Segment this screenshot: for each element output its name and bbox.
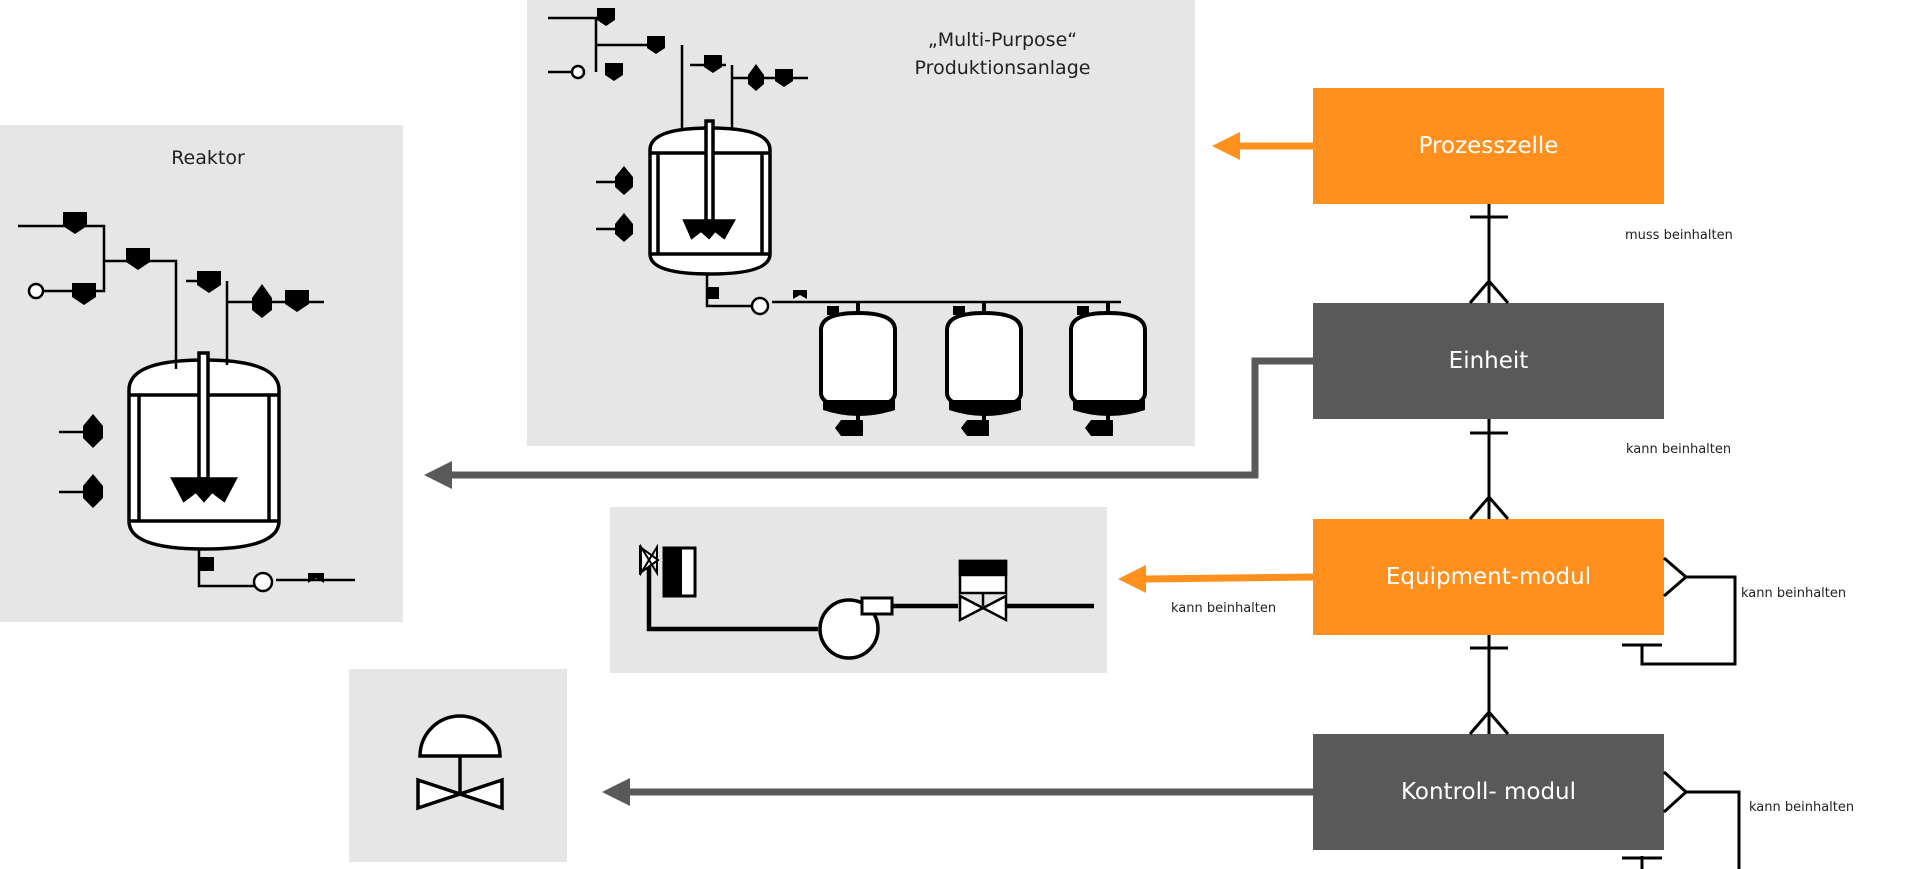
label-equipment-arrow: kann beinhalten bbox=[1171, 601, 1277, 616]
label-cell-unit: muss beinhalten bbox=[1625, 228, 1733, 243]
plant-title-line1: „Multi-Purpose“ bbox=[927, 29, 1078, 51]
relation-control-self bbox=[1622, 770, 1741, 869]
process-cell-box: Prozesszelle bbox=[1313, 88, 1664, 204]
tank-bottom-valves bbox=[823, 306, 1145, 436]
arrow-cell-to-plant bbox=[1212, 132, 1313, 160]
equipment-module-box: Equipment-modul bbox=[1313, 519, 1664, 635]
plant-outlet-pump-icon bbox=[750, 296, 770, 316]
label-unit-equipment: kann beinhalten bbox=[1626, 442, 1732, 457]
relation-cell-unit bbox=[1468, 204, 1510, 304]
reactor-pump-icon bbox=[27, 282, 45, 300]
pump-outlet bbox=[860, 596, 894, 616]
reactor-outlet-pump-icon bbox=[252, 571, 274, 593]
plant-piping bbox=[548, 16, 1121, 308]
equipment-piping bbox=[646, 556, 1094, 632]
control-valve-icon bbox=[958, 559, 1008, 623]
reactor-valves bbox=[63, 212, 324, 583]
plant-valves bbox=[597, 8, 807, 299]
plant-vessel-icon bbox=[648, 119, 772, 276]
arrow-control-to-panel bbox=[602, 778, 1313, 806]
reactor-vessel-icon bbox=[127, 351, 281, 551]
arrow-equipment-to-panel bbox=[1118, 565, 1314, 593]
unit-box: Einheit bbox=[1313, 303, 1664, 419]
relation-equipment-control bbox=[1468, 635, 1510, 735]
relation-unit-equipment bbox=[1468, 419, 1510, 520]
arrow-unit-to-reactor bbox=[424, 357, 1313, 489]
relation-equipment-self bbox=[1622, 556, 1737, 666]
control-module-box: Kontroll- modul bbox=[1313, 734, 1664, 850]
control-panel bbox=[349, 669, 567, 862]
label-control-self: kann beinhalten bbox=[1749, 800, 1855, 815]
valve-icon bbox=[416, 714, 504, 811]
reactor-title: Reaktor bbox=[171, 147, 245, 169]
plant-title-line2: Produktionsanlage bbox=[914, 57, 1091, 79]
actuated-valve-icon bbox=[639, 543, 697, 598]
label-equipment-self: kann beinhalten bbox=[1741, 586, 1847, 601]
plant-inlet-pump-icon bbox=[570, 64, 586, 80]
plant-title: „Multi-Purpose“ Produktionsanlage bbox=[880, 26, 1125, 82]
